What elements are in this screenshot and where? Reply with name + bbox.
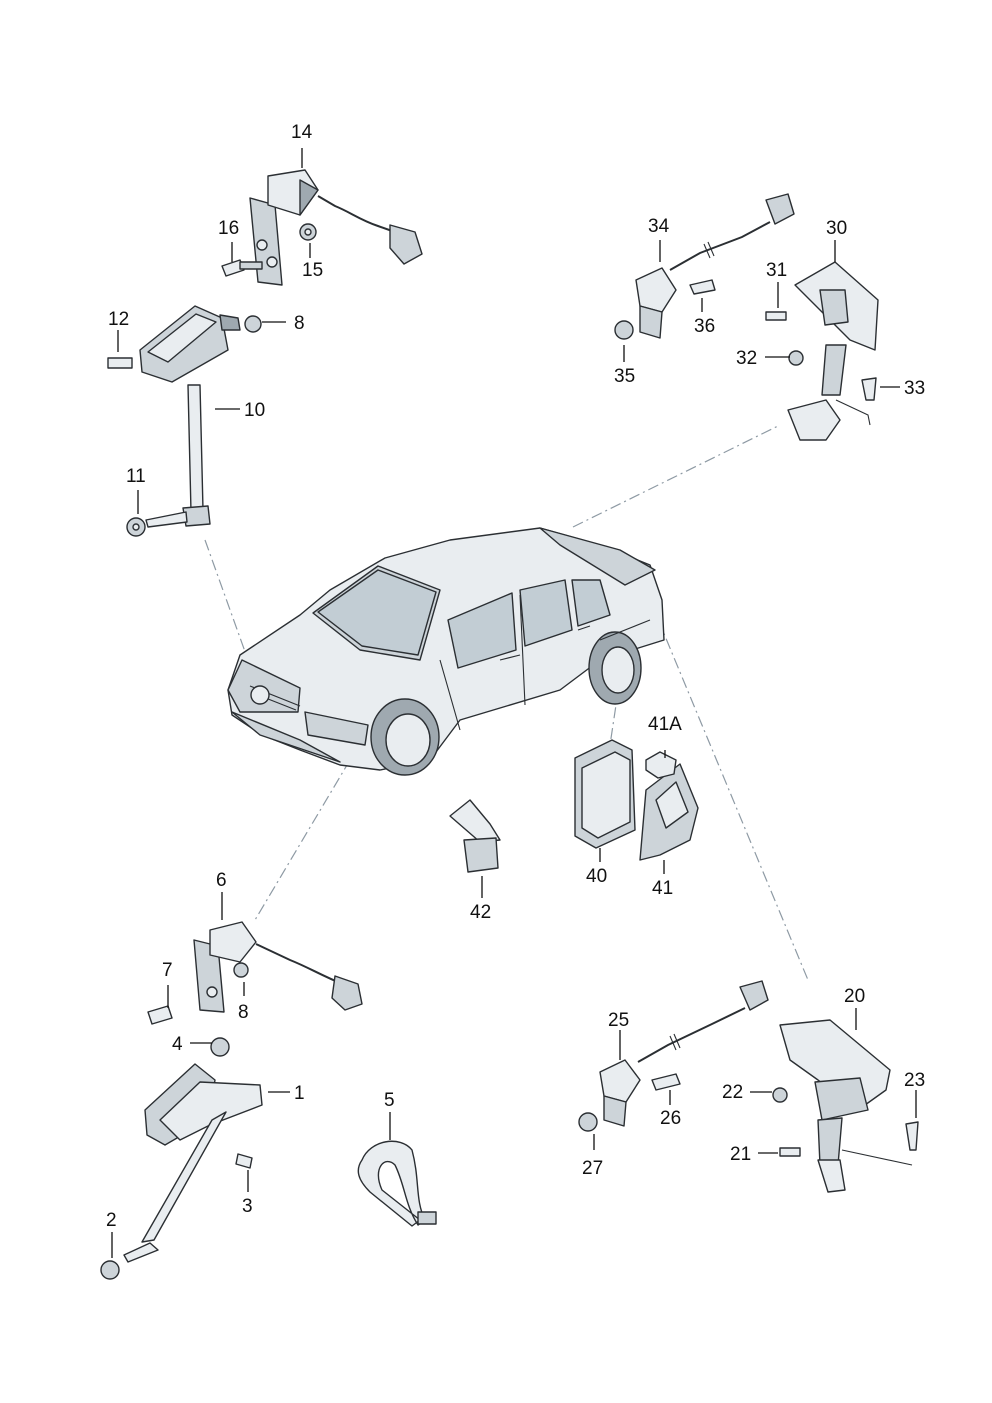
callout-41a: 41A — [648, 714, 682, 735]
vehicle-sedan — [227, 527, 665, 776]
callout-26: 26 — [660, 1108, 681, 1129]
callout-16: 16 — [218, 218, 239, 239]
callout-42: 42 — [470, 902, 491, 923]
clip-41a — [645, 751, 677, 779]
sensor-assembly-34 — [614, 193, 795, 340]
callout-labels: 14 16 15 12 8 10 11 34 30 31 36 32 33 35… — [106, 122, 925, 1231]
callout-11: 11 — [126, 466, 146, 487]
level-sensor-10 — [107, 305, 262, 537]
callout-4: 4 — [172, 1034, 183, 1055]
level-sensor-1 — [100, 1037, 263, 1280]
callout-35: 35 — [614, 366, 635, 387]
callout-8-top: 8 — [294, 313, 305, 334]
sensor-assembly-6 — [147, 921, 363, 1025]
callout-3: 3 — [242, 1196, 253, 1217]
callout-23: 23 — [904, 1070, 925, 1091]
callout-20: 20 — [844, 986, 865, 1007]
callout-30: 30 — [826, 218, 847, 239]
callout-33: 33 — [904, 378, 925, 399]
callout-22: 22 — [722, 1082, 743, 1103]
callout-1: 1 — [294, 1083, 305, 1104]
callout-5: 5 — [384, 1090, 395, 1111]
callout-14: 14 — [291, 122, 313, 143]
cable-tie-5 — [357, 1140, 437, 1227]
callout-36: 36 — [694, 316, 715, 337]
callout-41: 41 — [652, 878, 673, 899]
callout-7: 7 — [162, 960, 173, 981]
bracket-41 — [639, 763, 699, 861]
callout-27: 27 — [582, 1158, 603, 1179]
callout-12: 12 — [108, 309, 129, 330]
callout-25: 25 — [608, 1010, 629, 1031]
callout-31: 31 — [766, 260, 787, 281]
callout-40: 40 — [586, 866, 607, 887]
callout-8-bottom: 8 — [238, 1002, 249, 1023]
level-sensor-30 — [765, 261, 879, 441]
callout-2: 2 — [106, 1210, 117, 1231]
callout-6: 6 — [216, 870, 227, 891]
sensor-assembly-14 — [221, 169, 423, 286]
callout-10: 10 — [244, 400, 265, 421]
callout-32: 32 — [736, 348, 757, 369]
level-sensor-20 — [772, 1019, 919, 1193]
callout-34: 34 — [648, 216, 670, 237]
leader-lines — [111, 148, 917, 1258]
sensor-assembly-25 — [578, 980, 769, 1132]
relay-42 — [449, 799, 501, 873]
callout-21: 21 — [730, 1144, 751, 1165]
callout-15: 15 — [302, 260, 323, 281]
control-unit-40 — [574, 739, 636, 849]
